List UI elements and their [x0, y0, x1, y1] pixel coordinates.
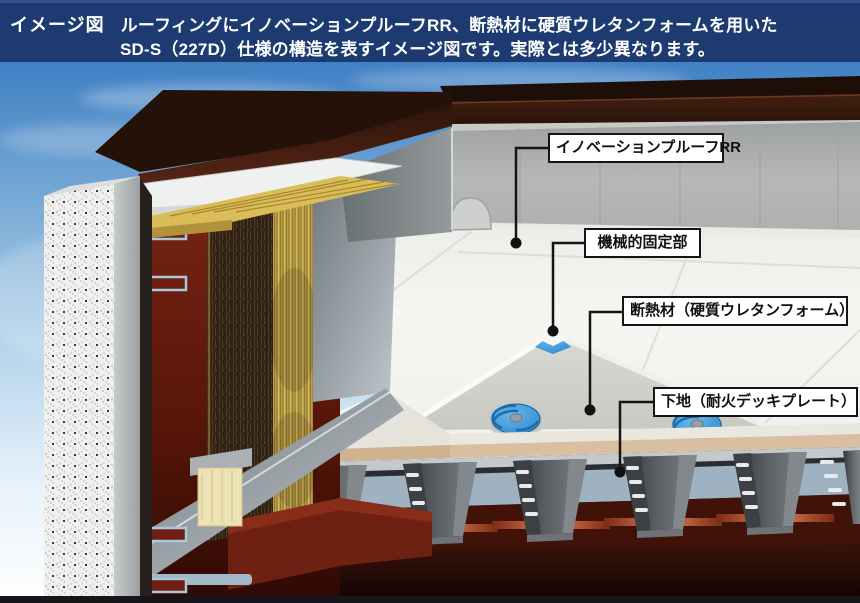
parapet-wall-right: [452, 112, 860, 239]
label-innovation-proof-rr: イノベーションプルーフRR: [548, 133, 741, 163]
header-bar: イメージ図 ルーフィングにイノベーションプルーフRR、断熱材に硬質ウレタンフォー…: [0, 0, 860, 62]
bottom-border: [0, 596, 860, 603]
leader-line-fixing: [551, 241, 584, 331]
mineral-wool-block: [197, 467, 243, 527]
label-mechanical-fixing: 機械的固定部: [584, 228, 701, 258]
leader-dot-insulation: [584, 404, 596, 416]
leader-dots: [510, 237, 626, 478]
label-deck-base: 下地（耐火デッキプレート）: [653, 387, 858, 417]
header-description-line2: SD-S（227D）仕様の構造を表すイメージ図です。実際とは多少異なります。: [120, 40, 716, 59]
leader-line-innovation: [514, 146, 548, 243]
header-title: イメージ図: [10, 15, 105, 35]
parapet-wall-left: [340, 128, 453, 242]
header-description-line1: ルーフィングにイノベーションプルーフRR、断熱材に硬質ウレタンフォームを用いた: [120, 16, 778, 35]
leader-lines: [514, 146, 655, 472]
label-insulation: 断熱材（硬質ウレタンフォーム）: [622, 296, 854, 326]
leader-line-deck: [618, 400, 655, 472]
fastener-disc-1: [485, 400, 547, 438]
leader-dot-fixing: [547, 325, 559, 337]
parapet-cap-right: [440, 76, 860, 124]
plywood-board: [150, 176, 400, 238]
leader-dot-innovation: [510, 237, 522, 249]
leader-dot-deck: [614, 466, 626, 478]
leader-line-insulation: [588, 310, 622, 410]
concrete-wall: [44, 176, 152, 600]
